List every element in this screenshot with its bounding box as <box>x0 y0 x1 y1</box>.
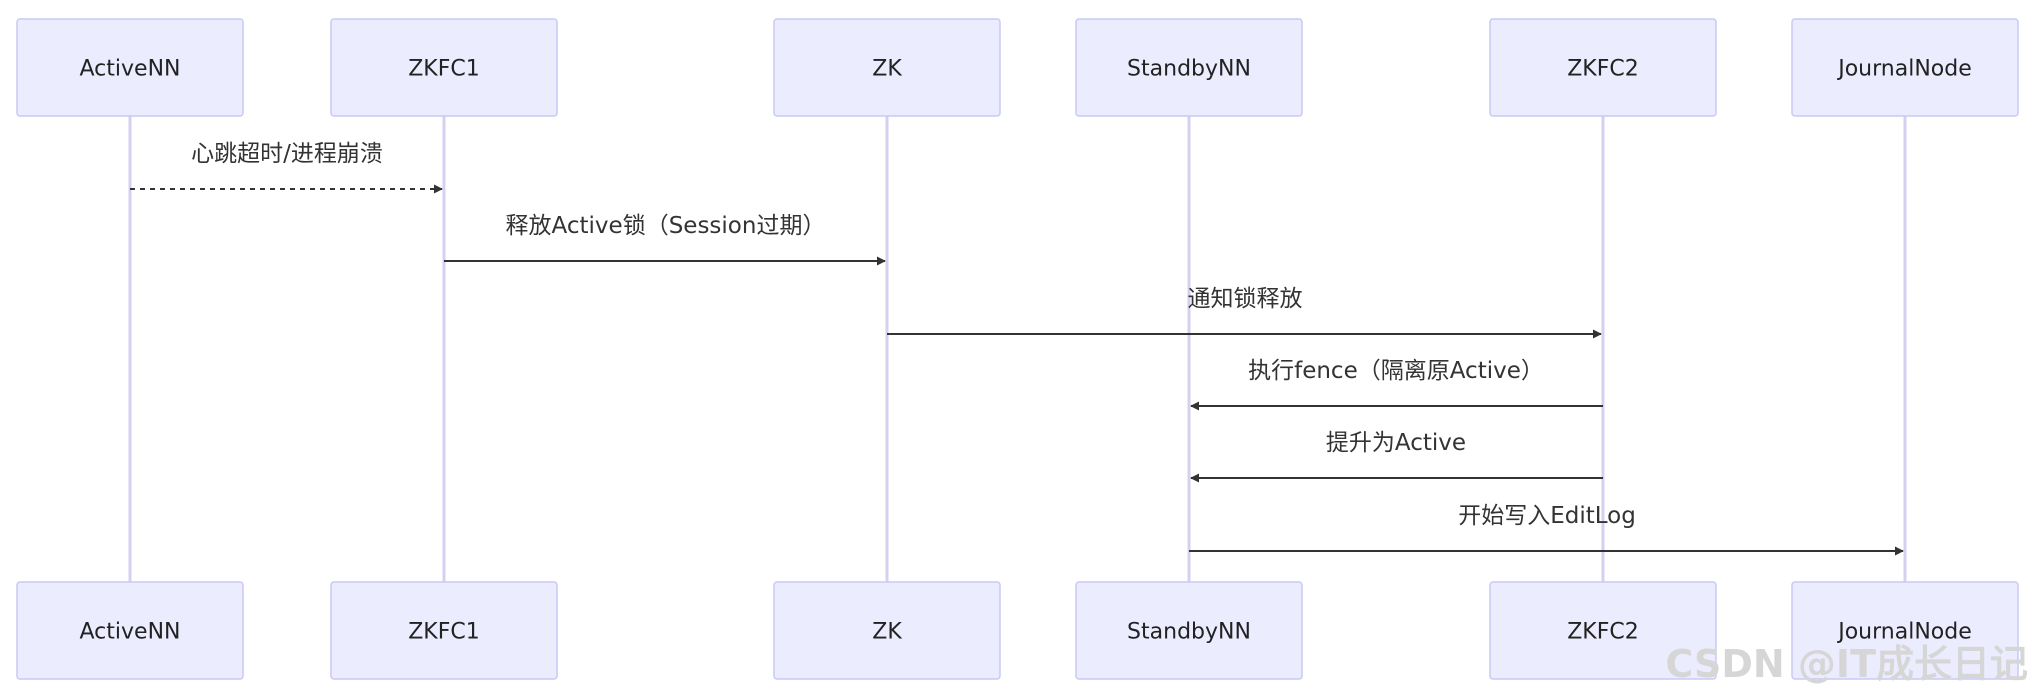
participant-label: StandbyNN <box>1127 57 1251 82</box>
participant-box <box>16 581 244 680</box>
participant-box <box>1075 18 1303 117</box>
participant-box <box>1075 581 1303 680</box>
participant-journalnode-top: JournalNode <box>1791 18 2019 117</box>
participant-label: ZKFC2 <box>1567 57 1639 82</box>
lifelines <box>128 116 1907 582</box>
participant-zk-top: ZK <box>773 18 1001 117</box>
participant-label: ZKFC1 <box>408 620 480 645</box>
participant-label: ZKFC2 <box>1567 620 1639 645</box>
participant-label: ZK <box>872 620 902 645</box>
participant-activenn-bottom: ActiveNN <box>16 581 244 680</box>
message-label: 提升为Active <box>1326 430 1466 456</box>
participant-zkfc1-top: ZKFC1 <box>330 18 558 117</box>
participant-zkfc2-bottom: ZKFC2 <box>1489 581 1717 680</box>
participant-label: JournalNode <box>1836 620 1972 645</box>
participant-box <box>1791 581 2019 680</box>
participant-journalnode-bottom: JournalNode <box>1791 581 2019 680</box>
participant-box <box>773 581 1001 680</box>
message-label: 释放Active锁（Session过期） <box>506 213 826 239</box>
message-5: 提升为Active <box>1190 430 1603 483</box>
participant-box <box>330 18 558 117</box>
participant-label: ActiveNN <box>80 57 181 82</box>
message-label: 执行fence（隔离原Active） <box>1248 358 1544 384</box>
participant-box <box>16 18 244 117</box>
participant-standbynn-top: StandbyNN <box>1075 18 1303 117</box>
participant-zkfc2-top: ZKFC2 <box>1489 18 1717 117</box>
participant-label: JournalNode <box>1836 57 1972 82</box>
message-label: 通知锁释放 <box>1188 286 1303 312</box>
participant-label: ActiveNN <box>80 620 181 645</box>
message-2: 释放Active锁（Session过期） <box>444 213 886 266</box>
participant-standbynn-bottom: StandbyNN <box>1075 581 1303 680</box>
participant-box <box>1489 18 1717 117</box>
participant-box <box>773 18 1001 117</box>
participant-activenn-top: ActiveNN <box>16 18 244 117</box>
message-label: 心跳超时/进程崩溃 <box>191 141 383 167</box>
participant-zkfc1-bottom: ZKFC1 <box>330 581 558 680</box>
message-3: 通知锁释放 <box>887 286 1602 339</box>
participant-box <box>1791 18 2019 117</box>
participant-box <box>330 581 558 680</box>
participant-box <box>1489 581 1717 680</box>
message-6: 开始写入EditLog <box>1189 503 1904 556</box>
message-1: 心跳超时/进程崩溃 <box>130 141 443 194</box>
participant-zk-bottom: ZK <box>773 581 1001 680</box>
participant-label: StandbyNN <box>1127 620 1251 645</box>
message-4: 执行fence（隔离原Active） <box>1190 358 1603 411</box>
participants-top: ActiveNN ZKFC1 ZK StandbyNN ZKFC2 JournalNode <box>16 18 2019 117</box>
message-label: 开始写入EditLog <box>1458 503 1636 529</box>
participant-label: ZKFC1 <box>408 57 480 82</box>
participant-label: ZK <box>872 57 902 82</box>
participants-bottom: ActiveNN ZKFC1 ZK StandbyNN ZKFC2 JournalNode <box>16 581 2019 680</box>
watermark-text: CSDN @IT成长日记 <box>1665 642 2028 686</box>
